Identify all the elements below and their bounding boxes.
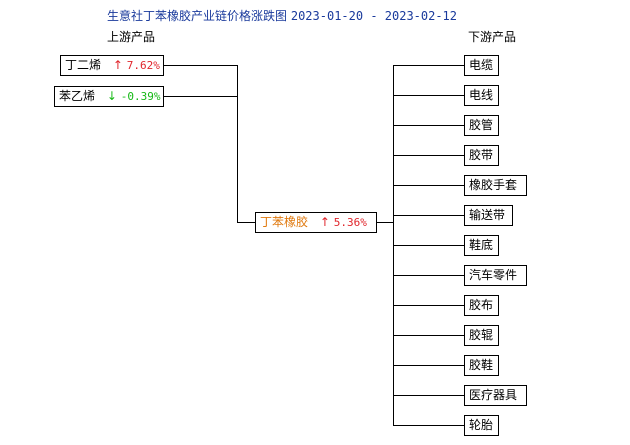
up-arrow-icon: ↑ [112,58,123,72]
downstream-node: 医疗器具 [464,385,527,406]
connector-line [237,65,238,223]
center-node: 丁苯橡胶 ↑ 5.36% [255,212,377,233]
upstream-node-name: 苯乙烯 [59,89,96,103]
downstream-header: 下游产品 [468,30,517,44]
connector-line [237,222,255,223]
connector-line [393,275,464,276]
connector-line [393,95,464,96]
connector-line [393,335,464,336]
connector-line [393,305,464,306]
downstream-node: 电缆 [464,55,499,76]
connector-line [393,425,464,426]
downstream-node: 轮胎 [464,415,499,436]
downstream-node: 橡胶手套 [464,175,527,196]
connector-line [393,155,464,156]
down-arrow-icon: ↓ [106,89,117,103]
connector-line [393,395,464,396]
center-node-name: 丁苯橡胶 [260,215,309,229]
downstream-node: 胶布 [464,295,499,316]
upstream-node-change: -0.39% [120,90,161,103]
connector-line [164,65,237,66]
connector-line [393,65,464,66]
connector-line [393,185,464,186]
downstream-node: 胶带 [464,145,499,166]
connector-line [164,96,237,97]
downstream-node: 汽车零件 [464,265,527,286]
upstream-node-change: 7.62% [126,59,160,72]
connector-line [393,125,464,126]
upstream-node-styrene: 苯乙烯 ↓ -0.39% [54,86,164,107]
connector-line [393,215,464,216]
downstream-node: 胶辊 [464,325,499,346]
title-text: 生意社丁苯橡胶产业链价格涨跌图 [107,9,288,23]
downstream-node: 输送带 [464,205,513,226]
upstream-header: 上游产品 [107,30,156,44]
connector-line [393,365,464,366]
up-arrow-icon: ↑ [319,215,330,229]
downstream-node: 胶鞋 [464,355,499,376]
center-node-change: 5.36% [333,216,367,229]
downstream-node: 电线 [464,85,499,106]
connector-line [377,222,393,223]
title-date-range: 2023-01-20 - 2023-02-12 [290,9,458,23]
upstream-node-butadiene: 丁二烯 ↑ 7.62% [60,55,164,76]
chart-title: 生意社丁苯橡胶产业链价格涨跌图 2023-01-20 - 2023-02-12 [107,7,457,24]
upstream-node-name: 丁二烯 [65,58,102,72]
connector-line [393,245,464,246]
downstream-node: 鞋底 [464,235,499,256]
downstream-node: 胶管 [464,115,499,136]
